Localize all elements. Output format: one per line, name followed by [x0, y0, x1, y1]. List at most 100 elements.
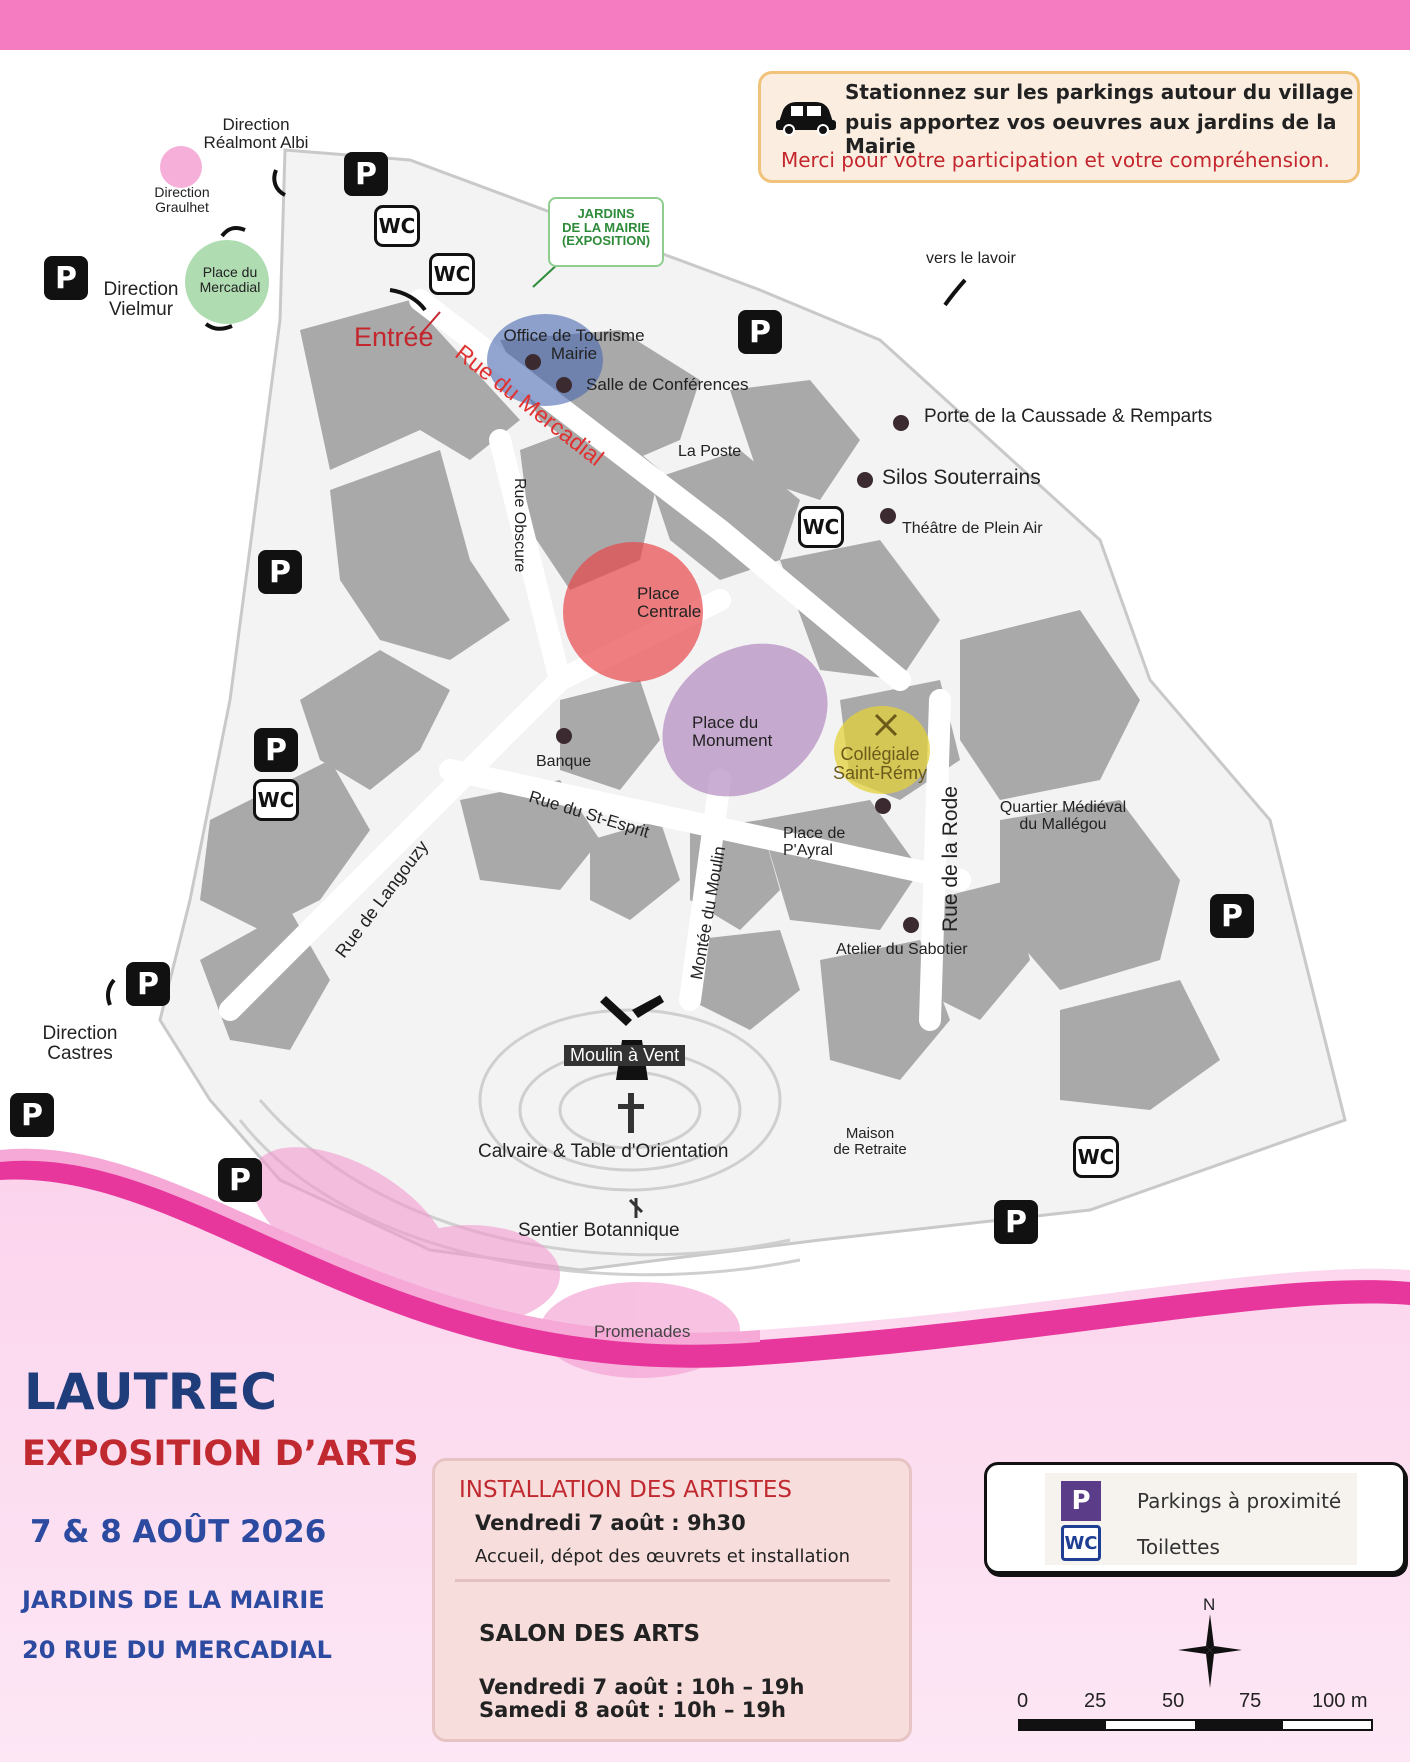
bottom-background — [0, 1148, 1410, 1762]
atelier-dot — [903, 917, 919, 933]
scale-bar — [1018, 1719, 1373, 1731]
atelier-sabotier-label: Atelier du Sabotier — [836, 941, 968, 958]
pink-wave-top — [0, 1148, 760, 1345]
top-color-band — [0, 0, 1410, 50]
parking-icon: P — [994, 1200, 1038, 1244]
place-centrale-line2: Centrale — [637, 601, 702, 621]
legend-wc-icon: WC — [1061, 1525, 1101, 1561]
jardins-line3: (EXPOSITION) — [561, 233, 651, 249]
silos-dot — [857, 472, 873, 488]
direction-vielmur-label: Direction Vielmur — [96, 280, 186, 320]
place-mercadial-label: Place du Mercadial — [190, 265, 270, 294]
parking-icon: P — [126, 962, 170, 1006]
car-icon — [776, 102, 836, 136]
compass-icon — [1178, 1614, 1242, 1688]
zone-direction-graulhet — [160, 146, 202, 188]
direction-castres-line1: Direction — [42, 1023, 118, 1044]
zone-place-monument — [662, 643, 828, 797]
salle-dot — [556, 377, 572, 393]
place-mercadial-line2: Mercadial — [199, 278, 261, 295]
maison-line1: Maison — [845, 1125, 895, 1142]
place-payral-line2: P'Ayral — [783, 841, 833, 859]
wc-icon: WC — [374, 205, 420, 247]
rue-obscure-label: Rue Obscure — [511, 478, 528, 573]
event-address: 20 RUE DU MERCADIAL — [22, 1636, 332, 1664]
direction-graulhet-line2: Graulhet — [155, 198, 209, 215]
quartier-line1: Quartier Médiéval — [999, 799, 1127, 816]
theatre-label: Théâtre de Plein Air — [902, 520, 1043, 537]
salon-day1: Vendredi 7 août : 10h – 19h — [479, 1675, 805, 1699]
zone-office-tourisme — [487, 314, 603, 406]
la-poste-label: La Poste — [678, 443, 742, 460]
office-tourisme-label: Office de Tourisme Mairie — [494, 327, 654, 363]
banque-dot — [556, 728, 572, 744]
parking-notice: Stationnez sur les parkings autour du vi… — [758, 71, 1360, 183]
collegiale-cross-icon — [874, 713, 898, 737]
direction-graulhet-label: Direction Graulhet — [142, 185, 222, 214]
map-legend: P WC Parkings à proximité Toilettes — [984, 1462, 1406, 1574]
install-desc: Accueil, dépot des œuvrets et installati… — [475, 1546, 850, 1567]
zone-place-mercadial — [185, 240, 269, 324]
parking-icon: P — [218, 1158, 262, 1202]
parking-icon: P — [44, 256, 88, 300]
sentier-icon — [628, 1198, 644, 1218]
silos-label: Silos Souterrains — [882, 466, 1041, 489]
office-line2: Mairie — [550, 343, 598, 363]
theatre-dot — [880, 508, 896, 524]
direction-realmont-line1: Direction — [222, 115, 290, 134]
scale-tick-0: 0 — [1017, 1690, 1029, 1712]
salon-title: SALON DES ARTS — [479, 1621, 701, 1647]
rue-rode-label: Rue de la Rode — [939, 786, 962, 932]
collegiale-line1: Collégiale — [840, 744, 920, 764]
scale-tick-100: 100 m — [1312, 1690, 1368, 1712]
place-payral-line1: Place de — [783, 825, 846, 842]
collegiale-dot — [875, 798, 891, 814]
legend-parking-icon: P — [1061, 1481, 1101, 1521]
parking-icon: P — [10, 1093, 54, 1137]
parking-icon: P — [1210, 894, 1254, 938]
notice-line-3: Merci pour votre participation et votre … — [781, 148, 1330, 172]
vers-lavoir-label: vers le lavoir — [926, 250, 1016, 267]
scale-tick-25: 25 — [1084, 1690, 1107, 1712]
salon-day2: Samedi 8 août : 10h – 19h — [479, 1698, 786, 1722]
wc-icon: WC — [429, 253, 475, 295]
jardins-box: JARDINS DE LA MAIRIE (EXPOSITION) — [548, 197, 664, 267]
direction-castres-line2: Castres — [47, 1042, 113, 1064]
direction-graulhet-line1: Direction — [154, 184, 210, 200]
event-dates: 7 & 8 AOÛT 2026 — [30, 1514, 327, 1550]
cross-icon — [618, 1093, 644, 1133]
direction-vielmur-line2: Vielmur — [108, 298, 174, 320]
jardins-line1: JARDINS — [577, 206, 635, 221]
parking-icon: P — [738, 310, 782, 354]
promenades-label: Promenades — [594, 1322, 691, 1341]
install-time: Vendredi 7 août : 9h30 — [475, 1511, 746, 1535]
collegiale-line2: Saint-Rémy — [832, 762, 928, 783]
office-line1: Office de Tourisme — [503, 326, 645, 345]
place-mercadial-line1: Place du — [202, 264, 258, 280]
notice-line-1: Stationnez sur les parkings autour du vi… — [845, 80, 1354, 104]
calvaire-label: Calvaire & Table d'Orientation — [478, 1141, 729, 1162]
jardins-line2: DE LA MAIRIE — [562, 219, 650, 235]
entree-label: Entrée — [354, 322, 434, 352]
wc-icon: WC — [798, 506, 844, 548]
exposition-title: EXPOSITION D’ARTS — [22, 1434, 419, 1474]
direction-realmont-line2: Réalmont Albi — [203, 132, 309, 152]
legend-parking-label: Parkings à proximité — [1137, 1489, 1342, 1513]
place-centrale-line1: Place — [637, 584, 680, 603]
wc-icon: WC — [1073, 1136, 1119, 1178]
banque-label: Banque — [536, 753, 592, 770]
moulin-label: Moulin à Vent — [564, 1045, 686, 1066]
install-title: INSTALLATION DES ARTISTES — [459, 1477, 792, 1503]
entree-arrow — [419, 311, 441, 336]
parking-icon: P — [344, 152, 388, 196]
direction-realmont-label: Direction Réalmont Albi — [196, 116, 316, 152]
place-monument-line2: Monument — [692, 730, 773, 750]
direction-arrows — [105, 169, 967, 1006]
zone-place-centrale — [563, 542, 703, 682]
north-label: N — [1203, 1595, 1216, 1614]
schedule-box: INSTALLATION DES ARTISTES Vendredi 7 aoû… — [432, 1458, 912, 1742]
place-monument-line1: Place du — [692, 713, 759, 732]
quartier-medieval-label: Quartier Médiéval du Mallégou — [988, 799, 1138, 834]
direction-castres-label: Direction Castres — [30, 1024, 130, 1064]
